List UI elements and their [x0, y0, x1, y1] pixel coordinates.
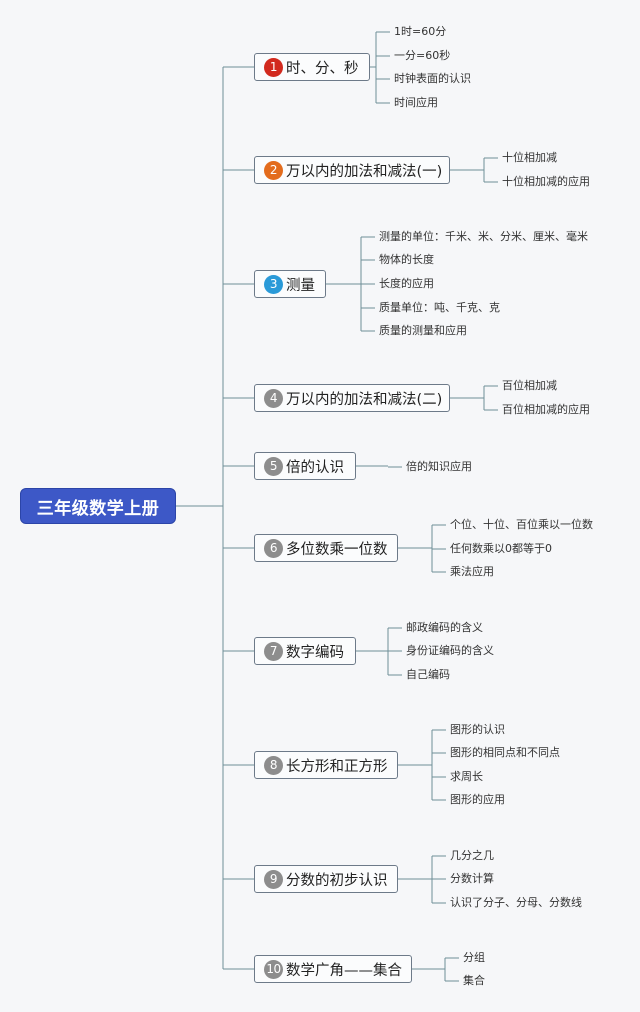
leaf-item: 任何数乘以0都等于0 — [450, 542, 552, 555]
topic-number-badge: 3 — [264, 274, 283, 294]
leaf-item: 长度的应用 — [379, 277, 434, 290]
topic-number-badge: 8 — [264, 755, 283, 775]
leaf-item: 一分=60秒 — [394, 49, 451, 62]
leaf-item: 身份证编码的含义 — [406, 644, 494, 657]
leaf-item: 图形的应用 — [450, 793, 505, 806]
leaf-item: 认识了分子、分母、分数线 — [450, 896, 582, 909]
leaf-item: 自己编码 — [406, 668, 450, 681]
leaf-item: 质量的测量和应用 — [379, 324, 467, 337]
leaf-item: 乘法应用 — [450, 565, 494, 578]
topic-label: 多位数乘一位数 — [286, 541, 388, 558]
leaf-item: 倍的知识应用 — [406, 460, 472, 473]
leaf-item: 求周长 — [450, 770, 483, 783]
leaf-item: 分组 — [463, 951, 485, 964]
topic-label: 万以内的加法和减法(二) — [286, 391, 443, 408]
leaf-item: 1时=60分 — [394, 25, 447, 38]
leaf-item: 时钟表面的认识 — [394, 72, 471, 85]
root-label: 三年级数学上册 — [36, 498, 160, 519]
topic-label: 数学广角——集合 — [286, 962, 402, 979]
leaf-item: 时间应用 — [394, 96, 438, 109]
leaf-item: 邮政编码的含义 — [406, 621, 483, 634]
leaf-item: 百位相加减的应用 — [502, 403, 590, 416]
leaf-item: 图形的相同点和不同点 — [450, 746, 560, 759]
topic-number-badge: 1 — [264, 57, 283, 77]
topic-number-badge: 7 — [264, 641, 283, 661]
leaf-item: 百位相加减 — [502, 379, 557, 392]
leaf-item: 集合 — [463, 974, 485, 987]
topic-label: 数字编码 — [286, 644, 344, 661]
topic-label: 分数的初步认识 — [286, 872, 388, 889]
topic-label: 倍的认识 — [286, 459, 344, 476]
leaf-item: 分数计算 — [450, 872, 494, 885]
leaf-item: 个位、十位、百位乘以一位数 — [450, 518, 593, 531]
topic-number-badge: 6 — [264, 538, 283, 558]
leaf-item: 十位相加减 — [502, 151, 557, 164]
root-node: 三年级数学上册 — [20, 488, 176, 524]
topic-number-badge: 5 — [264, 456, 283, 476]
topic-number-badge: 10 — [264, 959, 283, 979]
topic-label: 测量 — [286, 277, 315, 294]
leaf-item: 物体的长度 — [379, 253, 434, 266]
leaf-item: 十位相加减的应用 — [502, 175, 590, 188]
topic-label: 时、分、秒 — [286, 60, 359, 77]
leaf-item: 测量的单位：千米、米、分米、厘米、毫米 — [379, 230, 588, 243]
topic-label: 万以内的加法和减法(一) — [286, 163, 443, 180]
topic-number-badge: 9 — [264, 869, 283, 889]
leaf-item: 质量单位：吨、千克、克 — [379, 301, 500, 314]
topic-number-badge: 2 — [264, 160, 283, 180]
topic-label: 长方形和正方形 — [286, 758, 388, 775]
leaf-item: 图形的认识 — [450, 723, 505, 736]
leaf-item: 几分之几 — [450, 849, 494, 862]
topic-number-badge: 4 — [264, 388, 283, 408]
